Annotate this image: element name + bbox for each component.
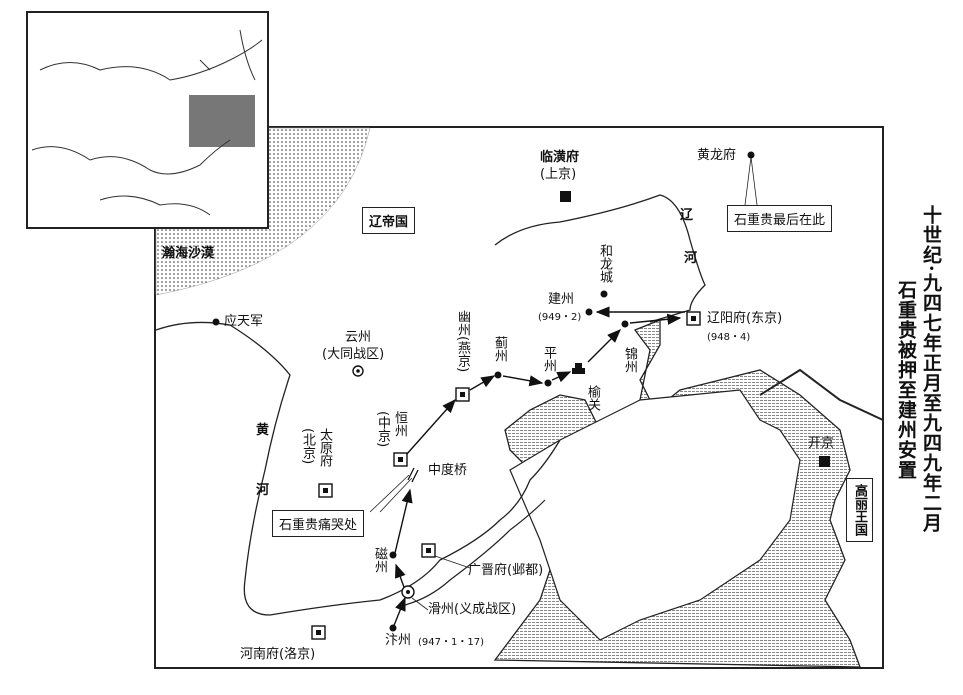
liao-river (494, 194, 706, 323)
place-helong: 和龙城 (597, 244, 612, 283)
place-henan: 河南府(洛京) (240, 647, 316, 662)
place-huanglong: 黄龙府 (697, 148, 737, 163)
place-bianzhou-date: (947・1・17) (418, 637, 484, 648)
land-peninsula (509, 389, 801, 641)
place-guangjin: 广晋府(邺都) (468, 563, 544, 578)
liao-empire-label: 辽帝国 (362, 207, 416, 234)
place-taiyuan-alt: (北京) (300, 428, 315, 465)
place-jizhou: 蓟州 (492, 336, 507, 362)
place-jianzhou-date: (949・2) (538, 312, 582, 323)
route-arrows (392, 306, 685, 629)
place-linhuang-alt: (上京) (540, 167, 577, 182)
place-hengzhou: 恒州 (392, 411, 407, 437)
place-liaoyang-date: (948・4) (707, 332, 751, 343)
place-huazhou: 滑州(义成战区) (428, 602, 517, 617)
place-bianzhou: 汴州 (385, 633, 412, 648)
place-yingtian: 应天军 (224, 314, 264, 329)
map-title: 十世纪·九四七年正月至九四九年二月 (920, 205, 942, 533)
inset-highlight (189, 95, 255, 147)
inset-map (26, 11, 269, 229)
place-hengzhou-alt: (中京) (375, 411, 390, 448)
callout-leader (744, 156, 758, 206)
goryeo-label: 高丽王国 (846, 478, 873, 542)
desert-label: 瀚海沙漠 (162, 246, 215, 261)
capital-marker (560, 191, 571, 202)
weeping-place-callout: 石重贵痛哭处 (272, 510, 365, 537)
fort-marker (572, 363, 585, 374)
callout-leader (369, 474, 413, 513)
capital-marker (819, 456, 830, 467)
place-yuguan: 榆关 (585, 385, 600, 411)
place-jinzhou: 锦州 (622, 347, 637, 373)
place-kaijing: 开京 (808, 436, 835, 451)
place-jianzhou: 建州 (548, 292, 575, 307)
liao-river-label: 河 (684, 251, 698, 266)
place-youzhou: 幽州(燕京) (455, 310, 470, 373)
last-place-callout: 石重贵最后在此 (727, 205, 833, 232)
place-liaoyang: 辽阳府(东京) (707, 311, 783, 326)
map-subtitle: 石重贵被押至建州安置 (895, 280, 917, 480)
place-taiyuan: 太原府 (317, 428, 332, 467)
korea-border (759, 368, 884, 421)
yellow-river-label: 河 (256, 483, 270, 498)
bridge-icon (407, 467, 419, 483)
yellow-river (155, 321, 561, 616)
place-pingzhou: 平州 (541, 346, 556, 372)
place-yunzhou: 云州 (345, 330, 372, 345)
place-linhuang: 临潢府 (540, 150, 580, 165)
liao-river-label: 辽 (680, 208, 694, 223)
place-yunzhou-alt: (大同战区) (322, 347, 385, 362)
yellow-river-label: 黄 (256, 423, 270, 438)
place-zhongdu-bridge: 中度桥 (428, 463, 468, 478)
place-cizhou: 磁州 (372, 547, 387, 573)
